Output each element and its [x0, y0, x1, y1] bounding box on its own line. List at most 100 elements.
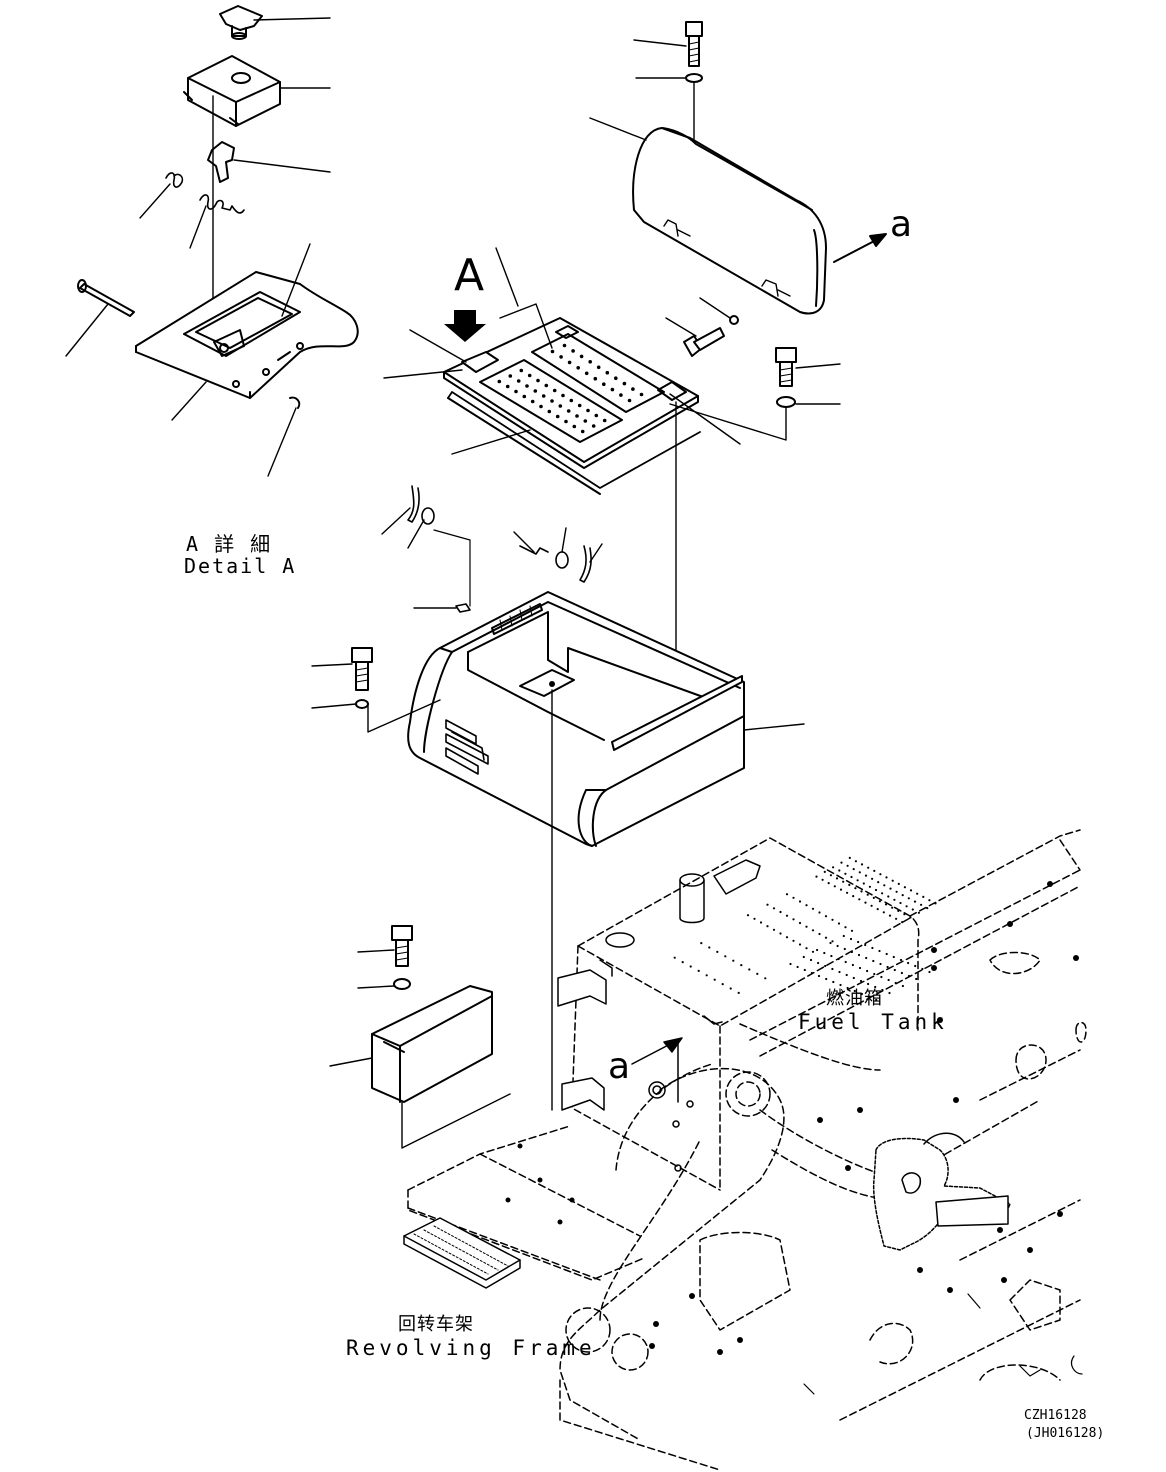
plate-hole: [881, 892, 884, 895]
plate-hole: [866, 969, 869, 973]
plate-hole: [789, 962, 792, 966]
plate-hole: [860, 890, 863, 893]
plate-hole: [564, 419, 568, 424]
plate-hole: [885, 876, 888, 879]
fuel-tank-label-en: Fuel Tank: [798, 1010, 948, 1034]
plate-hole: [753, 917, 756, 920]
plate-hole: [867, 982, 870, 986]
plate-hole: [766, 925, 769, 928]
plate-hole: [796, 965, 799, 969]
plate-hole: [594, 413, 599, 418]
plate-hole: [550, 349, 555, 354]
plate-hole: [627, 398, 632, 403]
plate-hole: [558, 404, 563, 408]
plate-hole: [705, 974, 708, 977]
plate-hole: [831, 967, 834, 971]
plate-hole: [858, 898, 861, 901]
plate-hole: [858, 871, 861, 874]
plate-hole: [525, 384, 529, 388]
plate-hole: [848, 883, 851, 887]
plate-hole: [897, 882, 900, 886]
plate-hole: [519, 368, 524, 373]
plate-hole: [845, 973, 848, 977]
revolving-frame: [403, 829, 1087, 1471]
plate-hole: [605, 370, 610, 375]
plate-hole: [756, 972, 759, 976]
storage-box: [311, 485, 805, 1111]
plate-hole: [842, 934, 845, 938]
plate-hole: [792, 918, 795, 921]
plate-hole: [864, 943, 867, 947]
plate-hole: [544, 383, 549, 388]
step: [403, 1217, 521, 1289]
plate-hole: [832, 866, 835, 869]
plate-hole: [689, 965, 692, 968]
plate-hole: [853, 989, 856, 993]
latch-cover: [183, 55, 281, 127]
plate-hole: [815, 875, 818, 878]
plate-hole: [842, 880, 845, 883]
plate-hole: [844, 926, 847, 929]
plate-hole: [732, 959, 735, 962]
plate-hole: [887, 895, 890, 898]
box-bolt: [351, 647, 373, 709]
plate-hole: [830, 954, 833, 958]
plate-hole: [562, 343, 567, 348]
plate-hole: [724, 955, 727, 958]
step-plate-holes: [497, 343, 644, 434]
lid-assembly: [383, 247, 741, 495]
plate-hole: [899, 958, 903, 962]
plate-hole: [729, 987, 732, 990]
plate-hole: [827, 882, 830, 885]
detail-a-letter: A: [454, 250, 485, 301]
lower-bolt: [391, 925, 413, 990]
plate-hole: [588, 360, 592, 364]
plate-hole: [708, 946, 711, 949]
plate-hole: [555, 414, 560, 419]
springs: [165, 172, 245, 214]
plate-hole: [849, 937, 853, 941]
plate-hole: [547, 409, 552, 414]
plate-hole: [816, 948, 819, 952]
plate-hole: [583, 419, 588, 423]
plate-hole: [619, 393, 623, 397]
plate-hole: [530, 399, 535, 404]
plate-hole: [920, 903, 923, 906]
plate-hole: [792, 939, 795, 942]
plate-hole: [926, 907, 929, 910]
plate-hole: [893, 898, 896, 901]
plate-hole: [844, 960, 847, 964]
plate-hole: [805, 904, 808, 907]
bolt-right: [775, 347, 797, 408]
plate-hole: [550, 399, 554, 403]
plate-hole: [824, 936, 828, 939]
plate-hole: [576, 366, 580, 370]
plate-hole: [569, 398, 574, 403]
latch-hook: [207, 141, 235, 183]
plate-hole: [907, 961, 910, 965]
plate-hole: [746, 914, 750, 917]
plate-hole: [785, 893, 789, 896]
plate-hole: [903, 913, 906, 916]
plate-hole: [810, 971, 814, 975]
plate-hole: [505, 384, 510, 389]
plate-hole: [516, 379, 521, 383]
plate-hole: [854, 887, 857, 890]
latch-knob: [219, 5, 263, 40]
plate-hole: [838, 869, 841, 872]
plate-hole: [527, 373, 532, 378]
box-leaders: [311, 507, 805, 1111]
plate-hole: [854, 860, 858, 863]
plate-hole: [839, 983, 842, 987]
plate-hole: [835, 877, 839, 880]
plate-hole: [874, 888, 878, 892]
plate-hole: [915, 977, 918, 981]
plate-hole: [885, 952, 888, 956]
plate-hole: [811, 907, 815, 910]
plate-hole: [536, 378, 540, 383]
plate-hole: [552, 388, 557, 393]
plate-hole: [811, 929, 815, 932]
plate-hole: [622, 381, 627, 386]
step-plate-rear: [531, 333, 665, 413]
plate-hole: [824, 915, 828, 918]
